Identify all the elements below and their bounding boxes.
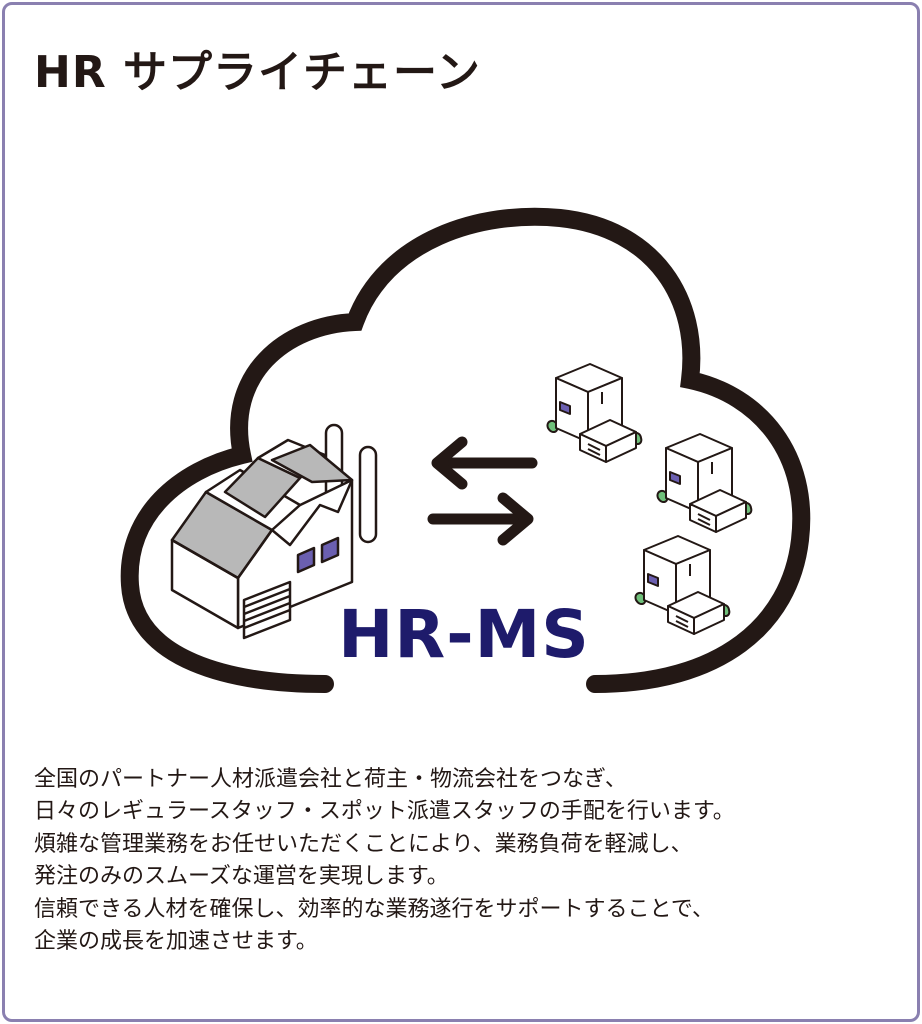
description-text: 全国のパートナー人材派遣会社と荷主・物流会社をつなぎ、 日々のレギュラースタッフ…	[34, 764, 904, 958]
hr-ms-logo: HR-MS	[338, 596, 590, 673]
description-line: 全国のパートナー人材派遣会社と荷主・物流会社をつなぎ、	[34, 767, 627, 792]
office-building-icon	[546, 363, 643, 463]
exchange-arrows-icon	[427, 436, 538, 546]
office-building-icon	[634, 535, 731, 635]
office-building-icon	[656, 433, 753, 533]
supply-chain-illustration: HR-MS	[120, 207, 811, 693]
page-title: HR サプライチェーン	[34, 47, 481, 98]
description-line: 日々のレギュラースタッフ・スポット派遣スタッフの手配を行います。	[34, 799, 735, 825]
description-line: 信頼できる人材を確保し、効率的な業務遂行をサポートすることで、	[34, 896, 715, 922]
description-line: 企業の成長を加速させます。	[34, 929, 318, 955]
factory-icon	[170, 423, 378, 640]
description-line: 発注のみのスムーズな運営を実現します。	[34, 864, 449, 890]
cloud-outline-icon	[120, 207, 811, 693]
description-line: 煩雑な管理業務をお任せいただくことにより、業務負荷を軽減し、	[34, 831, 693, 857]
